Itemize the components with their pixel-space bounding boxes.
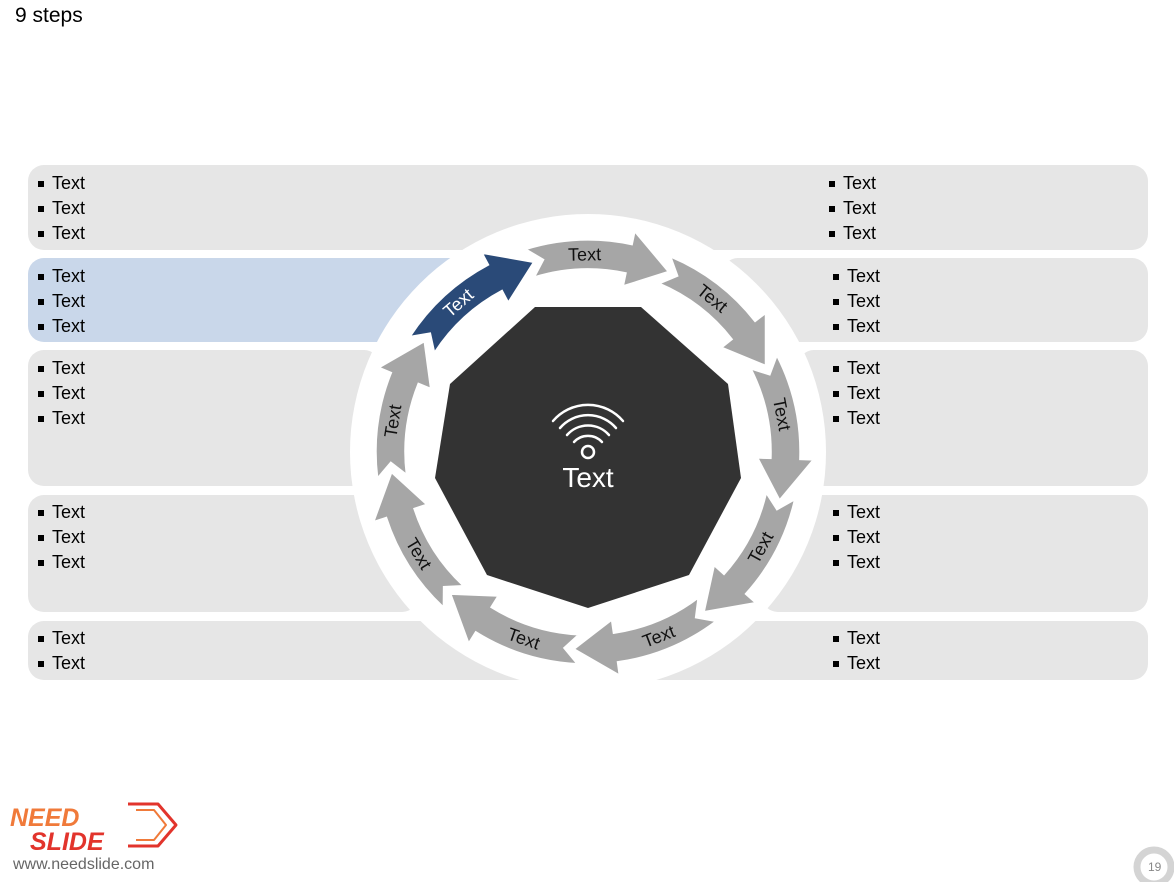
step-arrow-7 xyxy=(449,593,581,665)
panel-right-4 xyxy=(762,495,1148,612)
step-arrow-1 xyxy=(408,252,535,355)
step-arrow-8 xyxy=(372,471,466,609)
bullet-list-right-1: Text Text Text xyxy=(829,171,876,246)
panel-left-4 xyxy=(28,495,418,612)
bullet-list-left-5: Text Text xyxy=(38,626,85,676)
page-number-badge: 19 xyxy=(1130,845,1175,887)
bullet-item: Text xyxy=(38,171,85,196)
slide-title: 9 steps xyxy=(15,4,83,27)
bullet-item: Text xyxy=(38,381,85,406)
step-arrow-9 xyxy=(375,340,432,480)
step-arrow-3 xyxy=(657,255,767,367)
bullet-item: Text xyxy=(833,356,880,381)
bullet-item: Text xyxy=(38,289,85,314)
bullet-item: Text xyxy=(38,356,85,381)
bullet-list-right-5: Text Text xyxy=(833,626,880,676)
step-arrow-2 xyxy=(524,230,670,288)
step-arrow-5 xyxy=(703,491,796,613)
logo-text-slide: SLIDE xyxy=(30,828,105,854)
bullet-list-left-3: Text Text Text xyxy=(38,356,85,431)
center-label: Text xyxy=(562,462,614,493)
step-arrow-6 xyxy=(572,596,718,677)
bullet-item: Text xyxy=(38,550,85,575)
bullet-item: Text xyxy=(829,196,876,221)
bullet-list-right-2: Text Text Text xyxy=(833,264,880,339)
needslide-logo: NEED SLIDE xyxy=(10,802,178,854)
panel-right-3 xyxy=(798,350,1148,486)
bullet-item: Text xyxy=(833,406,880,431)
wifi-icon xyxy=(551,403,625,460)
bullet-item: Text xyxy=(833,289,880,314)
panel-left-3 xyxy=(28,350,380,486)
bullet-item: Text xyxy=(38,626,85,651)
step-arrow-4 xyxy=(749,353,815,502)
bullet-item: Text xyxy=(38,264,85,289)
bullet-item: Text xyxy=(833,651,880,676)
panel-right-2 xyxy=(722,258,1148,342)
logo-text-need: NEED xyxy=(10,804,79,832)
page-number: 19 xyxy=(1148,860,1162,874)
bullet-item: Text xyxy=(38,525,85,550)
bullet-item: Text xyxy=(829,221,876,246)
bullet-list-left-2: Text Text Text xyxy=(38,264,85,339)
bullet-list-left-1: Text Text Text xyxy=(38,171,85,246)
bullet-item: Text xyxy=(833,525,880,550)
bullet-item: Text xyxy=(833,381,880,406)
bullet-item: Text xyxy=(833,314,880,339)
bullet-item: Text xyxy=(38,406,85,431)
step-label-2: Text xyxy=(568,244,601,265)
bullet-item: Text xyxy=(38,314,85,339)
website-link[interactable]: www.needslide.com xyxy=(13,856,155,873)
bullet-list-right-4: Text Text Text xyxy=(833,500,880,575)
step-arrows xyxy=(372,230,815,677)
bullet-item: Text xyxy=(833,626,880,651)
bullet-item: Text xyxy=(833,550,880,575)
bullet-item: Text xyxy=(833,264,880,289)
bullet-item: Text xyxy=(38,196,85,221)
bullet-list-left-4: Text Text Text xyxy=(38,500,85,575)
bullet-item: Text xyxy=(833,500,880,525)
bullet-item: Text xyxy=(38,221,85,246)
bullet-item: Text xyxy=(38,651,85,676)
bullet-item: Text xyxy=(38,500,85,525)
bullet-item: Text xyxy=(829,171,876,196)
bullet-list-right-3: Text Text Text xyxy=(833,356,880,431)
